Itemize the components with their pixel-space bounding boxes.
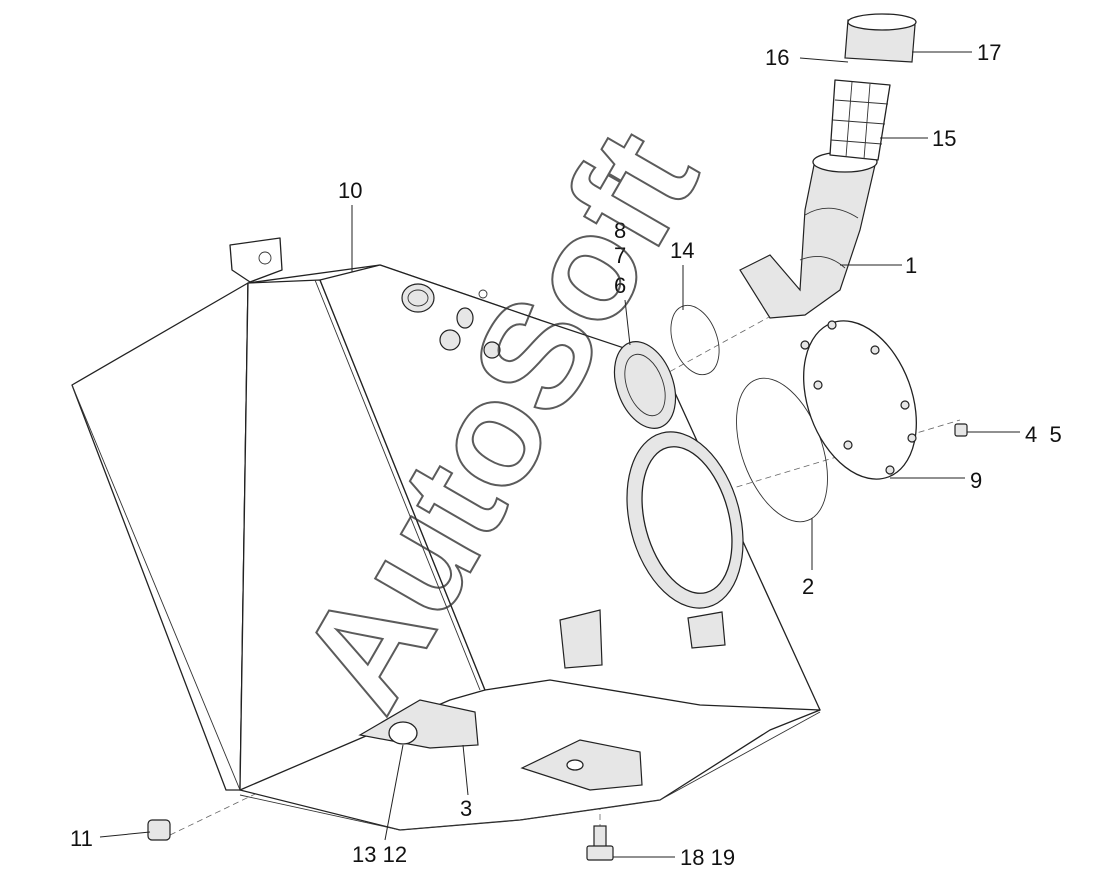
label-14: 14 <box>670 238 694 263</box>
label-6: 6 <box>614 273 626 298</box>
label-2: 2 <box>802 574 814 599</box>
label-7: 7 <box>614 243 626 268</box>
filler-strainer <box>829 79 891 161</box>
top-fittings <box>401 283 501 359</box>
drain-plug <box>147 819 171 841</box>
label-11: 11 <box>70 826 93 851</box>
label-9: 9 <box>970 468 982 493</box>
label-15: 15 <box>932 126 956 151</box>
filler-neck-pipe <box>739 151 878 319</box>
label-17: 17 <box>977 40 1001 65</box>
gasket-ring-14 <box>670 304 720 376</box>
inspection-opening <box>626 431 744 609</box>
bolt-4-5 <box>954 423 968 437</box>
label-1: 1 <box>905 253 917 278</box>
label-4-5: 4 5 <box>1025 422 1062 447</box>
label-3: 3 <box>460 796 472 821</box>
label-8: 8 <box>614 218 626 243</box>
bottom-brackets <box>358 609 726 791</box>
label-18-19: 18 19 <box>680 845 735 870</box>
label-13-12: 13 12 <box>352 842 407 867</box>
filler-cap <box>844 13 917 63</box>
label-16: 16 <box>765 45 789 70</box>
callout-labels: 10 8 7 6 14 1 15 16 17 4 5 9 2 3 13 12 1… <box>70 40 1062 870</box>
bolt-18-19 <box>586 825 614 861</box>
leader-lines <box>99 51 1020 858</box>
label-10: 10 <box>338 178 362 203</box>
cover-plate-9 <box>800 320 917 480</box>
